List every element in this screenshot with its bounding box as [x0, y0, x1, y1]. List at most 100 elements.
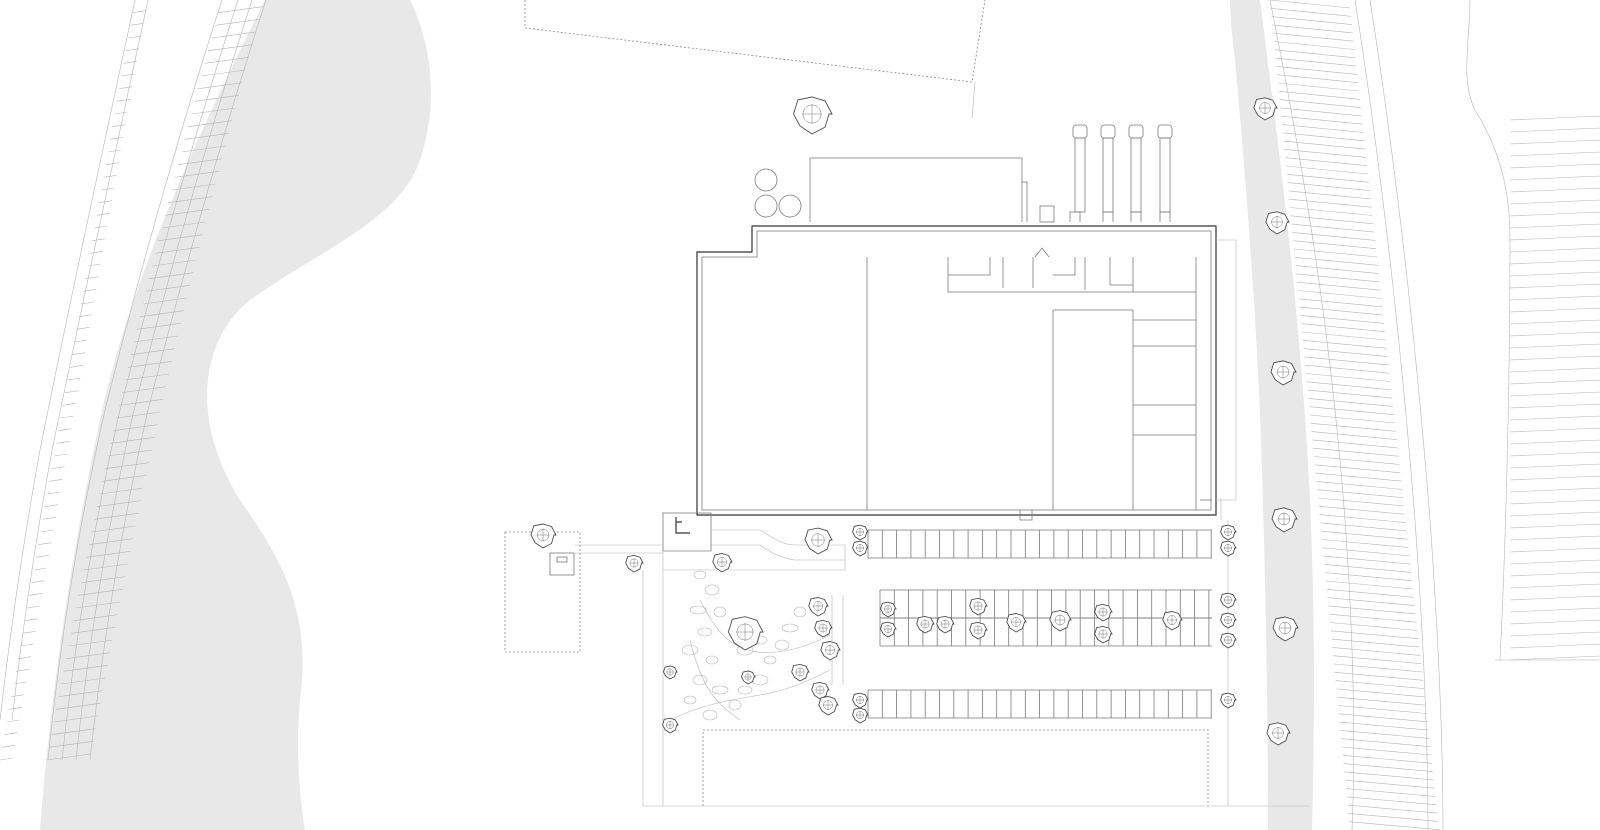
hatch-line	[1309, 406, 1395, 415]
hatch-line	[1509, 427, 1600, 433]
hatch-line	[1300, 315, 1385, 324]
hatch-line	[1294, 257, 1378, 266]
hatch-line	[1308, 398, 1394, 407]
hatch-line	[1509, 547, 1600, 553]
hatch-line	[1291, 223, 1375, 233]
hatch-line	[81, 576, 126, 583]
hatch-line	[139, 310, 185, 317]
hatch-line	[1285, 157, 1368, 166]
hatch-line	[98, 200, 113, 203]
hatch-line	[194, 95, 239, 102]
hatch-line	[4, 732, 18, 735]
hatch-line	[61, 677, 106, 685]
hatch-line	[1320, 522, 1407, 532]
hatch-line	[1276, 66, 1358, 75]
hatch-line	[171, 183, 216, 191]
hatch-line	[1281, 115, 1363, 125]
hatch-line	[1309, 414, 1396, 424]
hatch-line	[1509, 523, 1600, 529]
stepping-stone	[702, 709, 718, 721]
hatch-line	[1296, 273, 1380, 283]
hatch-line	[20, 643, 34, 647]
hatch-line	[1289, 207, 1373, 216]
hatch-line	[56, 703, 101, 710]
hatch-line	[1509, 655, 1600, 661]
hatch-line	[1292, 232, 1376, 241]
hatch-line	[99, 487, 144, 495]
hatch-line	[68, 639, 113, 647]
hatch-line	[1509, 415, 1600, 421]
right-road-fill	[1230, 0, 1314, 830]
tree-icon	[1162, 611, 1183, 631]
stepping-stone	[763, 655, 777, 665]
tree-icon	[852, 692, 869, 709]
hatch-line	[67, 377, 81, 381]
hatch-line	[1509, 583, 1600, 589]
hatch-line	[1305, 364, 1390, 374]
hatch-line	[112, 124, 126, 127]
hatch-line	[1287, 182, 1370, 191]
hatch-line	[1281, 124, 1364, 133]
hatch-line	[96, 500, 141, 507]
hatch-line	[1328, 605, 1416, 615]
hatch-line	[1321, 539, 1409, 548]
hatch-line	[46, 753, 91, 761]
hatch-line	[1509, 211, 1600, 217]
hatch-line	[1307, 389, 1393, 399]
hatch-line	[58, 428, 72, 431]
hatch-line	[1340, 730, 1430, 739]
hatch-line	[178, 158, 223, 165]
hatch-line	[6, 719, 20, 723]
hatch-line	[184, 133, 229, 140]
hatch-line	[1280, 107, 1362, 117]
hatch-line	[53, 453, 68, 457]
hatch-line	[198, 82, 243, 89]
hatch-line	[1301, 331, 1387, 341]
storage-silos	[754, 168, 802, 218]
tree-icon	[852, 524, 869, 541]
hatch-line	[33, 567, 47, 571]
hatch-line	[152, 259, 197, 267]
hatch-line	[1509, 403, 1600, 409]
side-path	[504, 531, 663, 653]
hatch-line	[62, 403, 77, 406]
hatch-line	[211, 31, 256, 39]
hatch-line	[1509, 187, 1600, 193]
hatch-line	[208, 44, 253, 51]
hatch-line	[1285, 165, 1369, 175]
hatch-line	[24, 618, 38, 621]
hatch-line	[60, 415, 74, 419]
hatch-line	[69, 365, 83, 368]
hatch-line	[123, 61, 137, 64]
hatch-line	[1278, 91, 1360, 100]
hatch-line	[1269, 0, 1351, 9]
tree-icon	[880, 601, 897, 618]
hatch-line	[83, 563, 128, 571]
sidewalks	[642, 520, 1229, 806]
hatch-line	[1509, 571, 1600, 577]
hatch-line	[78, 314, 92, 317]
hatch-line	[1295, 265, 1379, 274]
hatch-line	[1327, 597, 1415, 606]
hatch-line	[92, 238, 106, 241]
hatch-line	[1334, 672, 1423, 681]
tree-icon	[808, 597, 829, 617]
property-boundary-top	[524, 0, 986, 83]
hatch-line	[1509, 643, 1600, 649]
hatch-line	[1293, 248, 1378, 258]
hatch-line	[133, 335, 178, 343]
hatch-line	[128, 35, 142, 39]
hatch-line	[22, 631, 36, 634]
hatch-line	[168, 196, 213, 203]
hatch-line	[188, 120, 233, 127]
hatch-line	[125, 48, 140, 51]
hatch-line	[1335, 680, 1424, 689]
hatch-line	[76, 601, 121, 609]
tree-icon	[880, 621, 897, 638]
hatch-line	[1509, 139, 1600, 145]
hatch-line	[1509, 595, 1600, 601]
hatch-line	[1509, 127, 1600, 133]
hatch-line	[78, 589, 123, 596]
entrance-walkway	[662, 529, 846, 571]
stepping-stone	[704, 584, 720, 596]
